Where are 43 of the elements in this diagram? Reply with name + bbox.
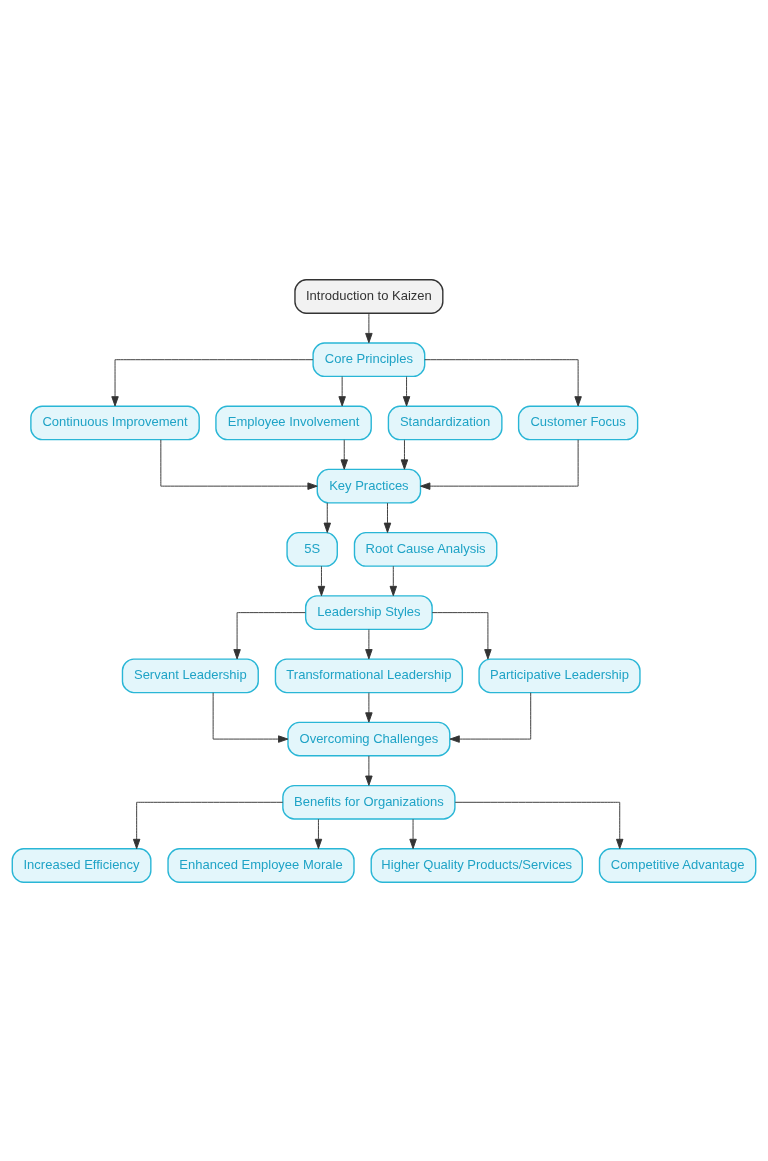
node-box: Root Cause Analysis bbox=[353, 531, 498, 567]
arrow bbox=[424, 358, 582, 406]
node-box: Core Principles bbox=[312, 341, 426, 377]
arrow bbox=[111, 358, 314, 406]
node-box: Benefits for Organizations bbox=[282, 784, 456, 820]
node-box: Servant Leadership bbox=[121, 657, 259, 693]
arrow bbox=[365, 755, 373, 786]
arrow bbox=[449, 691, 532, 743]
node-box: Transformational Leadership bbox=[274, 657, 464, 693]
arrow bbox=[454, 801, 624, 849]
node-box: Enhanced Employee Morale bbox=[167, 847, 355, 883]
arrow bbox=[314, 818, 323, 849]
arrow bbox=[233, 611, 306, 659]
node-box: Increased Efficiency bbox=[11, 847, 152, 883]
node-box: Key Practices bbox=[316, 468, 422, 504]
node-box: 5S bbox=[286, 531, 338, 567]
node-box: Participative Leadership bbox=[478, 657, 641, 693]
arrow bbox=[323, 502, 331, 533]
arrow bbox=[402, 375, 411, 406]
arrow bbox=[132, 801, 284, 849]
node-box: Overcoming Challenges bbox=[287, 721, 451, 756]
arrow bbox=[317, 565, 326, 596]
arrow bbox=[365, 312, 373, 343]
node-box: Introduction to Kaizen bbox=[294, 278, 444, 314]
node-box: Leadership Styles bbox=[304, 594, 433, 630]
arrow bbox=[160, 438, 318, 490]
arrow bbox=[420, 438, 579, 490]
arrow bbox=[365, 691, 373, 723]
arrow bbox=[389, 565, 397, 596]
arrow bbox=[400, 438, 409, 470]
node-box: Higher Quality Products/Services bbox=[370, 847, 583, 883]
node-box: Competitive Advantage bbox=[598, 847, 757, 883]
node-box: Customer Focus bbox=[517, 405, 639, 440]
node-box: Continuous Improvement bbox=[30, 405, 200, 440]
node-box: Employee Involvement bbox=[215, 405, 372, 440]
arrow bbox=[365, 628, 373, 659]
arrow bbox=[338, 375, 346, 406]
arrow bbox=[212, 691, 289, 743]
arrow bbox=[431, 611, 492, 659]
arrow bbox=[409, 818, 417, 849]
arrow bbox=[340, 438, 348, 470]
node-box: Standardization bbox=[387, 405, 503, 440]
arrow bbox=[383, 502, 392, 533]
